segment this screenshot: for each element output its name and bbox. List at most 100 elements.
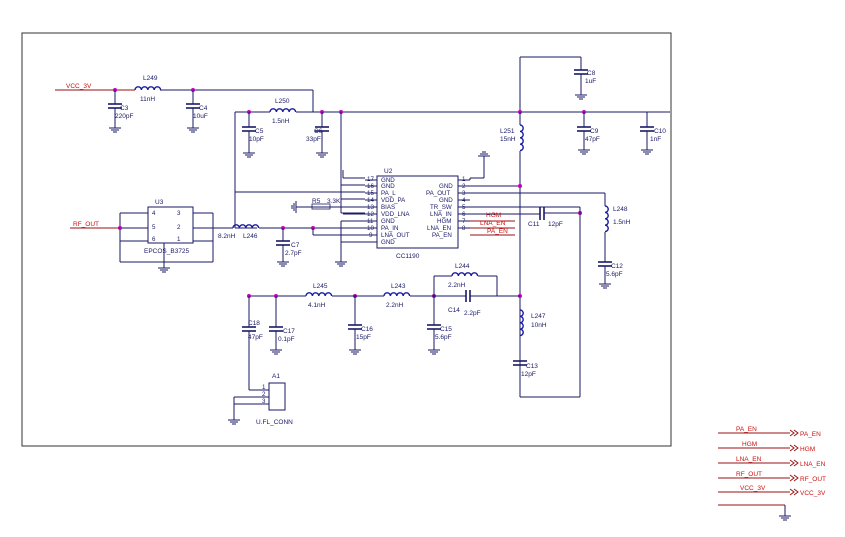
- capacitor-c17: C17 0.1pF: [269, 296, 295, 355]
- l247-ref: L247: [531, 313, 546, 320]
- u2-pin13-name: BIAS: [381, 204, 395, 211]
- l244-ref: L244: [455, 263, 470, 270]
- u3-pin3: 3: [177, 210, 181, 217]
- c7-ref: C7: [291, 242, 300, 249]
- u3-pin6: 6: [152, 236, 156, 243]
- capacitor-c16: C16 15pF: [348, 296, 373, 355]
- c7-value: 2.7pF: [285, 250, 302, 257]
- ic-u2-cc1190: U2 CC1190 17 16 15 14 13 12 11 10 9 GND …: [365, 168, 470, 260]
- u3-pin5: 5: [152, 224, 156, 231]
- u2-pin1-num: 1: [462, 176, 466, 183]
- u3-pin2: 2: [177, 224, 181, 231]
- u2-pin4-num: 4: [462, 197, 466, 204]
- pa-en-net-label: PA_EN: [487, 228, 508, 235]
- u2-pin8-num: 8: [462, 225, 466, 232]
- r5-value: 3.3K: [327, 198, 341, 205]
- c15-ref: C15: [440, 326, 452, 333]
- capacitor-c10: C10 1nF: [640, 112, 666, 155]
- l243-ref: L243: [391, 283, 406, 290]
- c16-value: 15pF: [356, 334, 371, 341]
- a1-pin1: 1: [262, 384, 266, 391]
- l245-ref: L245: [313, 283, 328, 290]
- capacitor-c6: C6 33pF: [306, 112, 329, 158]
- u2-pin7-num: 7: [462, 218, 466, 225]
- u2-pin3-name: GND: [439, 197, 453, 204]
- u3-pin4: 4: [152, 210, 156, 217]
- filter-u3: U3 EPCOS_B3725 4 5 6 3 2 1: [119, 199, 233, 273]
- port-wire-label-4: VCC_3V: [740, 485, 766, 492]
- u2-pin9-num: 9: [369, 232, 373, 239]
- resistor-r5: R5 3.3K: [291, 198, 365, 213]
- a1-pin2: 2: [262, 391, 266, 398]
- u2-pin13-num: 13: [367, 204, 374, 211]
- c4-ref: C4: [199, 105, 208, 112]
- c11-ref: C11: [528, 221, 540, 228]
- port-label-2: LNA_EN: [800, 461, 826, 468]
- c10-value: 1nF: [650, 136, 661, 143]
- inductor-l248: L248 1.5nH: [604, 205, 631, 262]
- port-label-3: RF_OUT: [800, 476, 826, 483]
- capacitor-c13: C13 12pF: [513, 360, 538, 378]
- a1-ref: A1: [272, 373, 280, 380]
- u2-pin1-name: GND: [439, 183, 453, 190]
- u2-pin11-name: GND: [381, 218, 395, 225]
- c5-value: 10pF: [249, 136, 264, 143]
- c13-ref: C13: [526, 363, 538, 370]
- c11-value: 12pF: [548, 221, 563, 228]
- c5-ref: C5: [255, 128, 264, 135]
- capacitor-c7: C7 2.7pF: [276, 228, 302, 267]
- l251-ref: L251: [500, 128, 515, 135]
- rf-out-net-label: RF_OUT: [73, 221, 99, 228]
- port-wire-label-2: LNA_EN: [736, 456, 762, 463]
- l248-value: 1.5nH: [613, 219, 631, 226]
- c17-value: 0.1pF: [278, 336, 295, 343]
- u2-part: CC1190: [396, 253, 420, 260]
- c13-value: 12pF: [521, 371, 536, 378]
- inductor-l243: L243 2.2nH: [383, 283, 411, 309]
- c12-ref: C12: [611, 263, 623, 270]
- capacitor-c12: C12 5.6pF: [598, 261, 623, 289]
- c10-ref: C10: [654, 128, 666, 135]
- capacitor-c3: C3 220pF: [108, 90, 133, 133]
- u2-pinx-name: GND: [381, 239, 395, 246]
- u2-pin3-num: 3: [462, 190, 466, 197]
- right-rail: C8 1uF: [519, 56, 596, 112]
- u2-pin7-name: LNA_EN: [427, 225, 451, 232]
- l245-value: 4.1nH: [308, 302, 326, 309]
- a1-pin3: 3: [262, 398, 266, 405]
- inductor-l249: L249 11nH: [134, 75, 162, 103]
- c8-ref: C8: [587, 70, 596, 77]
- u2-pin2-name: PA_OUT: [426, 190, 451, 197]
- u2-pin12-num: 12: [367, 211, 374, 218]
- capacitor-c11: C11 12pF: [528, 207, 580, 228]
- c17-ref: C17: [283, 328, 295, 335]
- inductor-l244: L244 2.2nH: [448, 263, 479, 289]
- u3-part: EPCOS_B3725: [144, 248, 190, 255]
- a1-part: U.FL_CONN: [256, 419, 293, 426]
- l248-ref: L248: [613, 206, 628, 213]
- u2-pin17-name: GND: [381, 177, 395, 184]
- c6-value: 33pF: [306, 136, 321, 143]
- c12-value: 5.6pF: [606, 271, 623, 278]
- c16-ref: C16: [361, 326, 373, 333]
- capacitor-c18: C18 47pF: [242, 296, 263, 390]
- c14-value: 2.2pF: [464, 310, 481, 317]
- inductor-l247: L247 10nH: [519, 309, 547, 337]
- u2-pin8-name: PA_EN: [432, 232, 452, 239]
- l250-ref: L250: [275, 98, 290, 105]
- c18-ref: C18: [248, 320, 260, 327]
- u2-pin4-name: TR_SW: [430, 204, 452, 211]
- l243-value: 2.2nH: [386, 302, 404, 309]
- c15-value: 5.6pF: [435, 334, 452, 341]
- u2-ref: U2: [384, 168, 393, 175]
- capacitor-c5: C5 10pF: [242, 112, 264, 158]
- l249-ref: L249: [143, 75, 158, 82]
- u3-ref: U3: [155, 199, 164, 206]
- u2-pin2-num: 2: [462, 183, 466, 190]
- l246-value: 8.2nH: [218, 233, 236, 240]
- l247-value: 10nH: [531, 322, 547, 329]
- u2-pin15-num: 15: [367, 190, 374, 197]
- u2-pin6-name: HGM: [437, 218, 451, 225]
- connector-a1: A1 U.FL_CONN 1 2 3: [227, 373, 293, 426]
